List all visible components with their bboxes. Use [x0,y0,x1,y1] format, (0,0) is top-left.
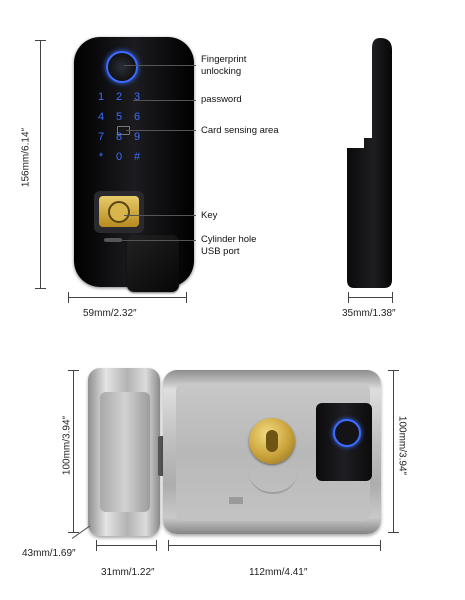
body-height-right-tick-top [388,370,399,371]
fingerprint-sensor[interactable] [106,51,138,83]
body-height-right-label: 100mm/3.94″ [396,415,408,476]
key-hash[interactable]: # [133,151,141,163]
callout-key: Key [201,210,218,221]
logo-plate [229,497,243,504]
key-0[interactable]: 0 [115,151,123,163]
side-depth-dimline [348,297,392,298]
front-width-tick-left [68,292,69,303]
front-height-dimline [40,40,41,288]
key-head [108,201,130,223]
key-5[interactable]: 5 [115,111,123,123]
body-width-tick-right [380,540,381,551]
callout-fingerprint: Fingerprint [201,54,247,65]
key-9[interactable]: 9 [133,131,141,143]
body-width-label: 112mm/4.41″ [249,567,308,578]
key-3[interactable]: 3 [133,91,141,103]
callout-card: Card sensing area [201,125,279,136]
key-8[interactable]: 8 [115,131,123,143]
cylinder-cover-flap[interactable] [127,235,179,292]
side-depth-label: 35mm/1.38″ [342,308,396,319]
side-view [347,38,392,288]
embossed-arrow-icon [248,470,298,494]
lock-depth-label: 43mm/1.69″ [22,548,76,559]
body-height-left-label: 100mm/3.94″ [61,415,73,476]
callout-line-key [124,215,196,216]
side-depth-tick-left [348,292,349,303]
keyhole-icon [266,430,278,452]
body-width-dimline [168,545,380,546]
front-width-label: 59mm/2.32″ [83,308,137,319]
body-width-tick-left [168,540,169,551]
body-height-right-dimline [393,370,394,532]
key-star[interactable]: * [98,151,104,163]
callout-line-cylinder [112,240,196,241]
front-height-tick-top [35,40,46,41]
callout-usb: USB port [201,246,240,257]
strike-width-dimline [96,545,156,546]
callout-cylinder: Cylinder hole [201,234,257,245]
body-fingerprint-sensor[interactable] [333,419,361,447]
body-height-right-tick-bottom [388,532,399,533]
body-height-left-tick-bottom [68,532,79,533]
callout-line-password [133,100,196,101]
callout-fingerprint-line2: unlocking [201,66,242,77]
callout-line-fingerprint [124,65,196,66]
body-height-left-dimline [73,370,74,532]
key-2[interactable]: 2 [115,91,123,103]
front-height-label: 156mm/6.14″ [20,127,32,188]
key-6[interactable]: 6 [133,111,141,123]
hinge-gap [158,436,166,476]
key-7[interactable]: 7 [97,131,105,143]
body-height-left-tick-top [68,370,79,371]
side-depth-tick-right [392,292,393,303]
key-4[interactable]: 4 [97,111,105,123]
front-width-tick-right [186,292,187,303]
callout-line-card [126,130,196,131]
key-1[interactable]: 1 [97,91,105,103]
strike-width-tick-right [156,540,157,551]
strike-width-label: 31mm/1.22″ [101,567,155,578]
front-height-tick-bottom [35,288,46,289]
front-width-dimline [68,297,186,298]
keypad[interactable]: 1 2 3 4 5 6 7 8 9 * 0 # [90,88,150,166]
strike-width-tick-left [96,540,97,551]
callout-password: password [201,94,242,105]
strike-plate-inner [100,392,150,512]
